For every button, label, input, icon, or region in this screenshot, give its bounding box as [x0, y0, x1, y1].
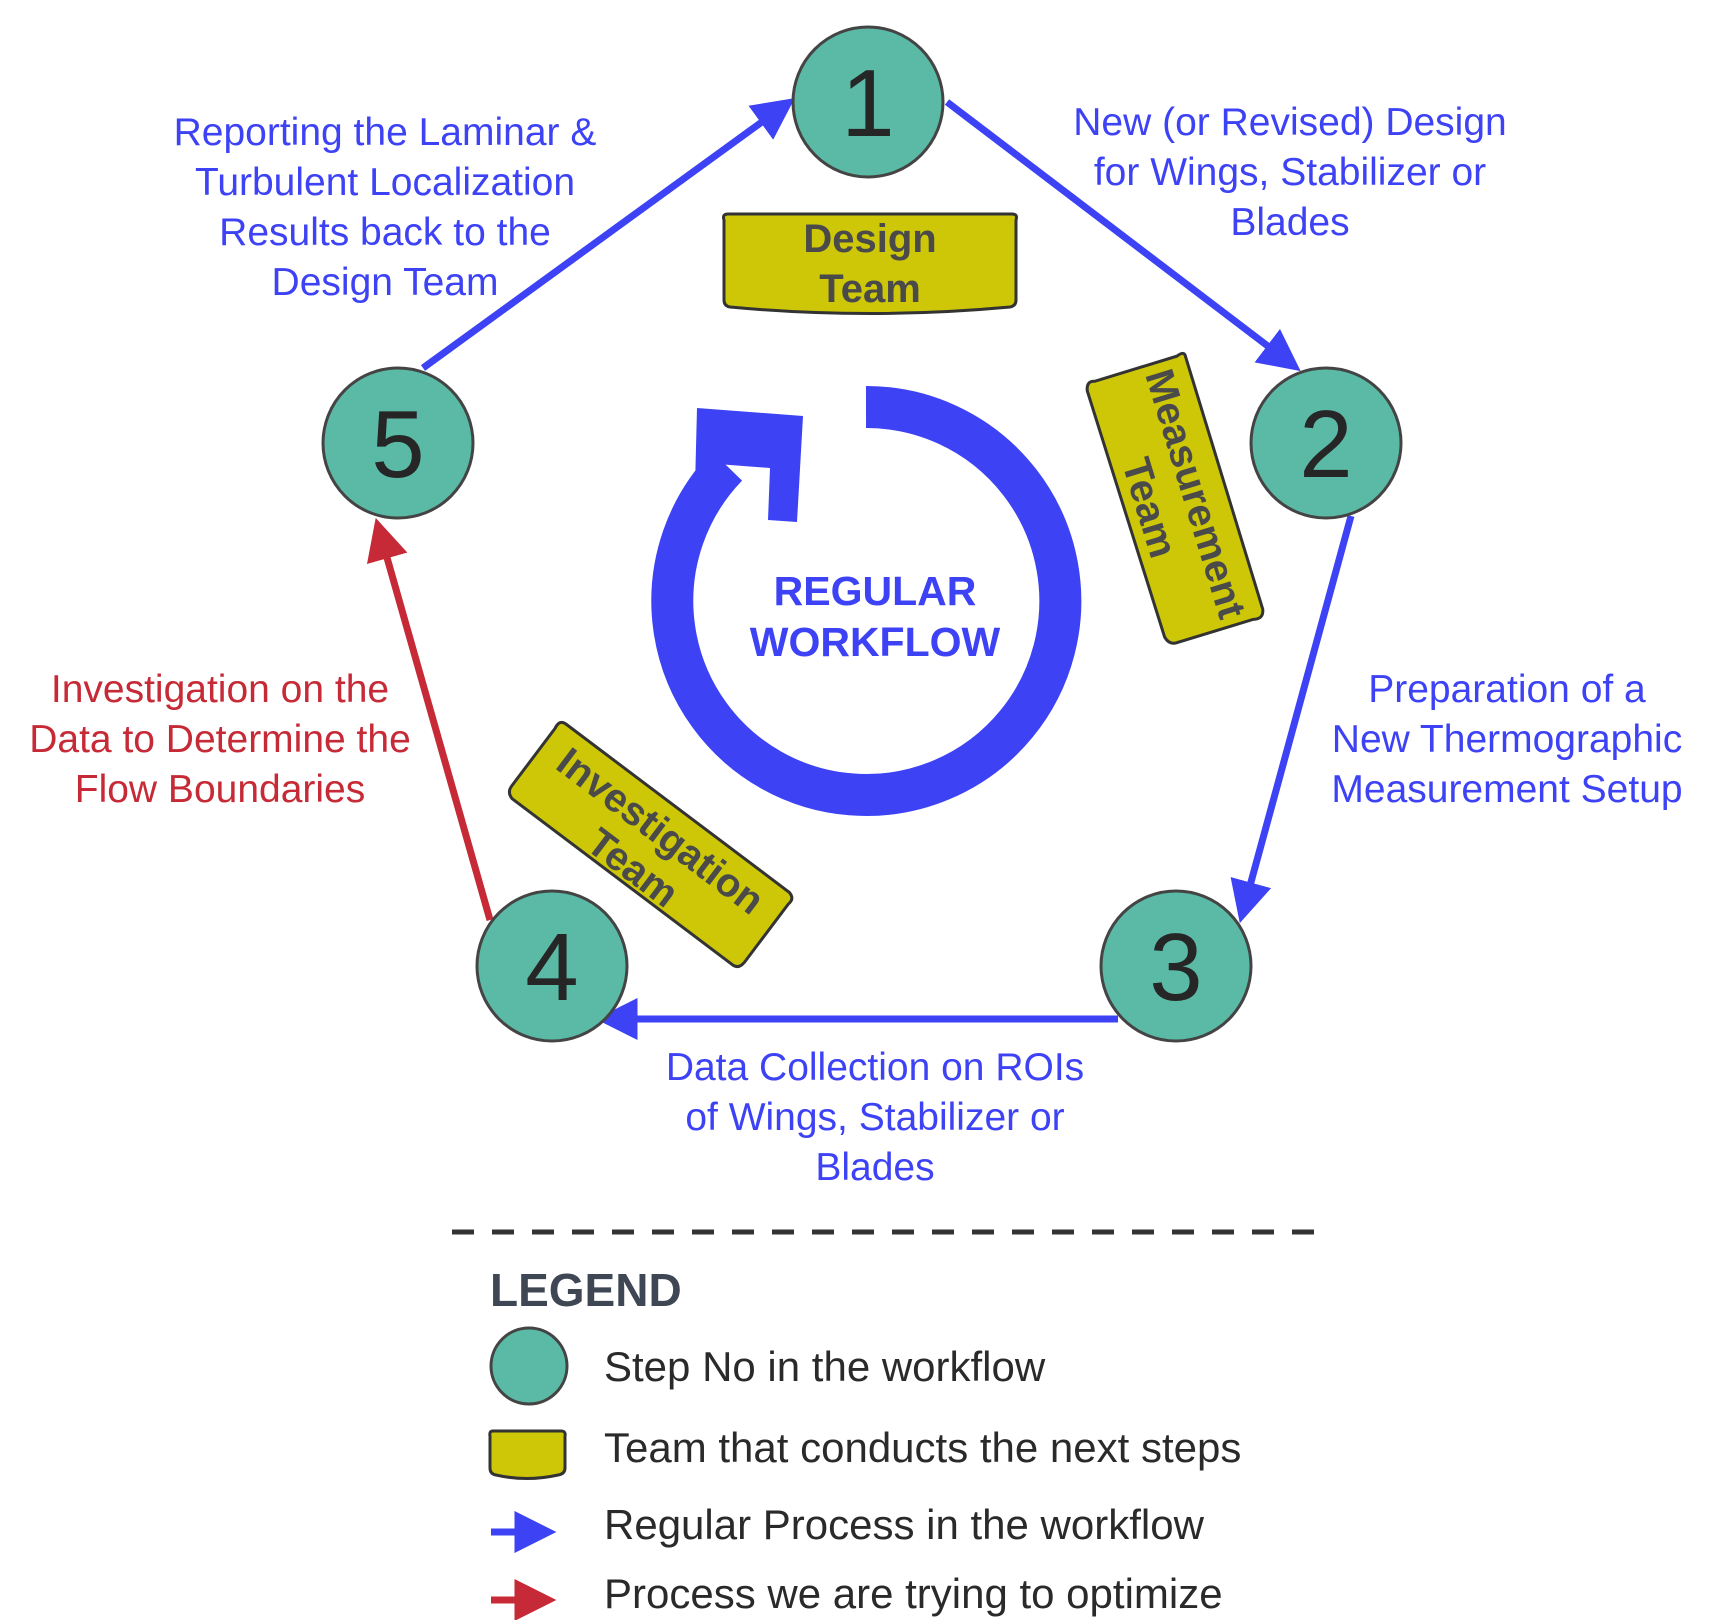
legend-title: LEGEND [490, 1264, 682, 1316]
edge-2-3-label-line-3: Measurement Setup [1331, 768, 1682, 811]
legend-team-label: Team that conducts the next steps [604, 1424, 1241, 1471]
edge-4-5-arrow [366, 517, 494, 921]
edge-4-5-label-line-2: Data to Determine the [29, 718, 411, 761]
design-team-label-2: Team [819, 267, 921, 311]
edge-3-4-label-line-1: Data Collection on ROIs [666, 1046, 1084, 1089]
legend-team-item: Team that conducts the next steps [488, 1424, 1241, 1480]
step-node-1: 1 [791, 25, 945, 179]
edge-4-5-label-line-1: Investigation on the [51, 668, 389, 711]
step-number-3: 3 [1149, 914, 1202, 1021]
center-label-2: WORKFLOW [750, 619, 1001, 665]
edge-1-2-arrow [944, 99, 1301, 372]
center-label-1: REGULAR [774, 568, 977, 614]
edge-4-5-label-line-3: Flow Boundaries [75, 768, 365, 811]
legend-step-item: Step No in the workflow [489, 1326, 1046, 1406]
edge-2-3-label: Preparation of a New Thermographic Measu… [1331, 668, 1682, 811]
edge-2-3-label-line-2: New Thermographic [1332, 718, 1682, 761]
edge-3-4-label-line-3: Blades [815, 1146, 934, 1189]
edge-5-1-label: Reporting the Laminar & Turbulent Locali… [174, 111, 597, 304]
edge-1-2-label-line-2: for Wings, Stabilizer or [1094, 151, 1486, 194]
edge-5-1-label-line-1: Reporting the Laminar & [174, 111, 597, 154]
edge-4-5-label: Investigation on the Data to Determine t… [29, 668, 411, 811]
cycle-arrowhead-icon [695, 408, 803, 522]
step-number-1: 1 [841, 50, 894, 157]
edge-5-1-label-line-2: Turbulent Localization [195, 161, 575, 204]
legend-team-icon [488, 1429, 567, 1480]
step-number-2: 2 [1299, 391, 1352, 498]
edge-3-4-label: Data Collection on ROIs of Wings, Stabil… [666, 1046, 1084, 1189]
step-number-4: 4 [525, 914, 578, 1021]
edge-1-2-label-line-1: New (or Revised) Design [1073, 101, 1506, 144]
step-node-2: 2 [1249, 366, 1403, 520]
edge-2-3-label-line-1: Preparation of a [1368, 668, 1646, 711]
legend-step-icon [489, 1326, 569, 1406]
legend-regular-item: Regular Process in the workflow [491, 1501, 1205, 1553]
step-node-5: 5 [321, 366, 475, 520]
design-team-badge: Design Team [722, 212, 1018, 315]
design-team-label-1: Design [803, 217, 936, 261]
edge-1-2-label: New (or Revised) Design for Wings, Stabi… [1073, 101, 1506, 244]
edge-5-1-arrow [420, 98, 795, 371]
legend-optimize-item: Process we are trying to optimize [491, 1570, 1223, 1620]
step-node-4: 4 [475, 889, 629, 1043]
edge-5-1-label-line-3: Results back to the [219, 211, 551, 254]
step-number-5: 5 [371, 391, 424, 498]
edge-3-4-label-line-2: of Wings, Stabilizer or [685, 1096, 1064, 1139]
legend-step-label: Step No in the workflow [604, 1343, 1046, 1390]
legend-regular-label: Regular Process in the workflow [604, 1501, 1205, 1548]
step-node-3: 3 [1099, 889, 1253, 1043]
edge-2-3-arrow [1230, 515, 1355, 924]
regular-workflow-cycle-icon [651, 386, 1082, 816]
edge-5-1-label-line-4: Design Team [272, 261, 499, 304]
measurement-team-badge: Measurement Team [1085, 351, 1265, 645]
edge-1-2-label-line-3: Blades [1230, 201, 1349, 244]
legend-optimize-label: Process we are trying to optimize [604, 1570, 1223, 1617]
